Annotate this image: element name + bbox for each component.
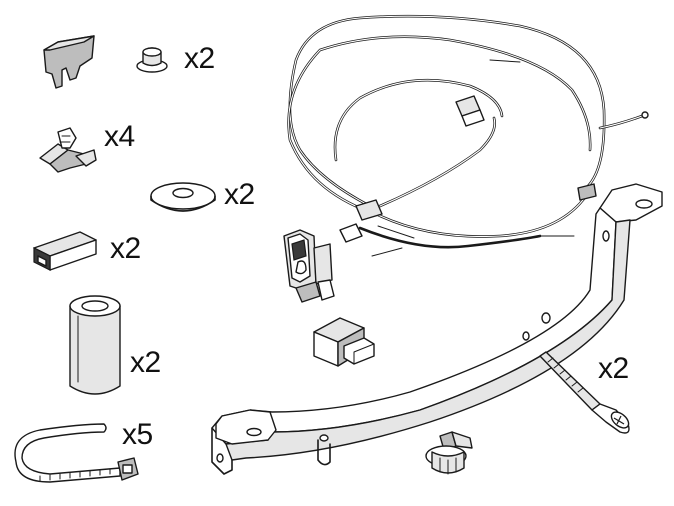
cable-tie-quantity: x5 [122, 418, 153, 451]
terminal-connector-icon [39, 127, 97, 173]
relay-icon [313, 317, 375, 367]
grommet-cap-quantity: x2 [184, 42, 215, 75]
screw-quantity: x2 [598, 352, 629, 385]
connector-block-quantity: x2 [110, 232, 141, 265]
terminal-connector-quantity: x4 [104, 120, 135, 153]
connector-block-icon [33, 231, 97, 271]
washer-icon [150, 182, 216, 212]
mounting-bracket-icon [211, 183, 663, 475]
fuse-icon [43, 35, 95, 89]
spacer-sleeve-icon [69, 295, 121, 395]
flange-bolt-icon [425, 431, 473, 475]
switch-icon [283, 229, 335, 303]
grommet-cap-icon [136, 47, 168, 73]
spacer-sleeve-quantity: x2 [130, 346, 161, 379]
wiring-harness-icon [287, 14, 649, 257]
screw-icon [539, 351, 630, 434]
washer-quantity: x2 [224, 178, 255, 211]
cable-tie-icon [14, 423, 139, 483]
